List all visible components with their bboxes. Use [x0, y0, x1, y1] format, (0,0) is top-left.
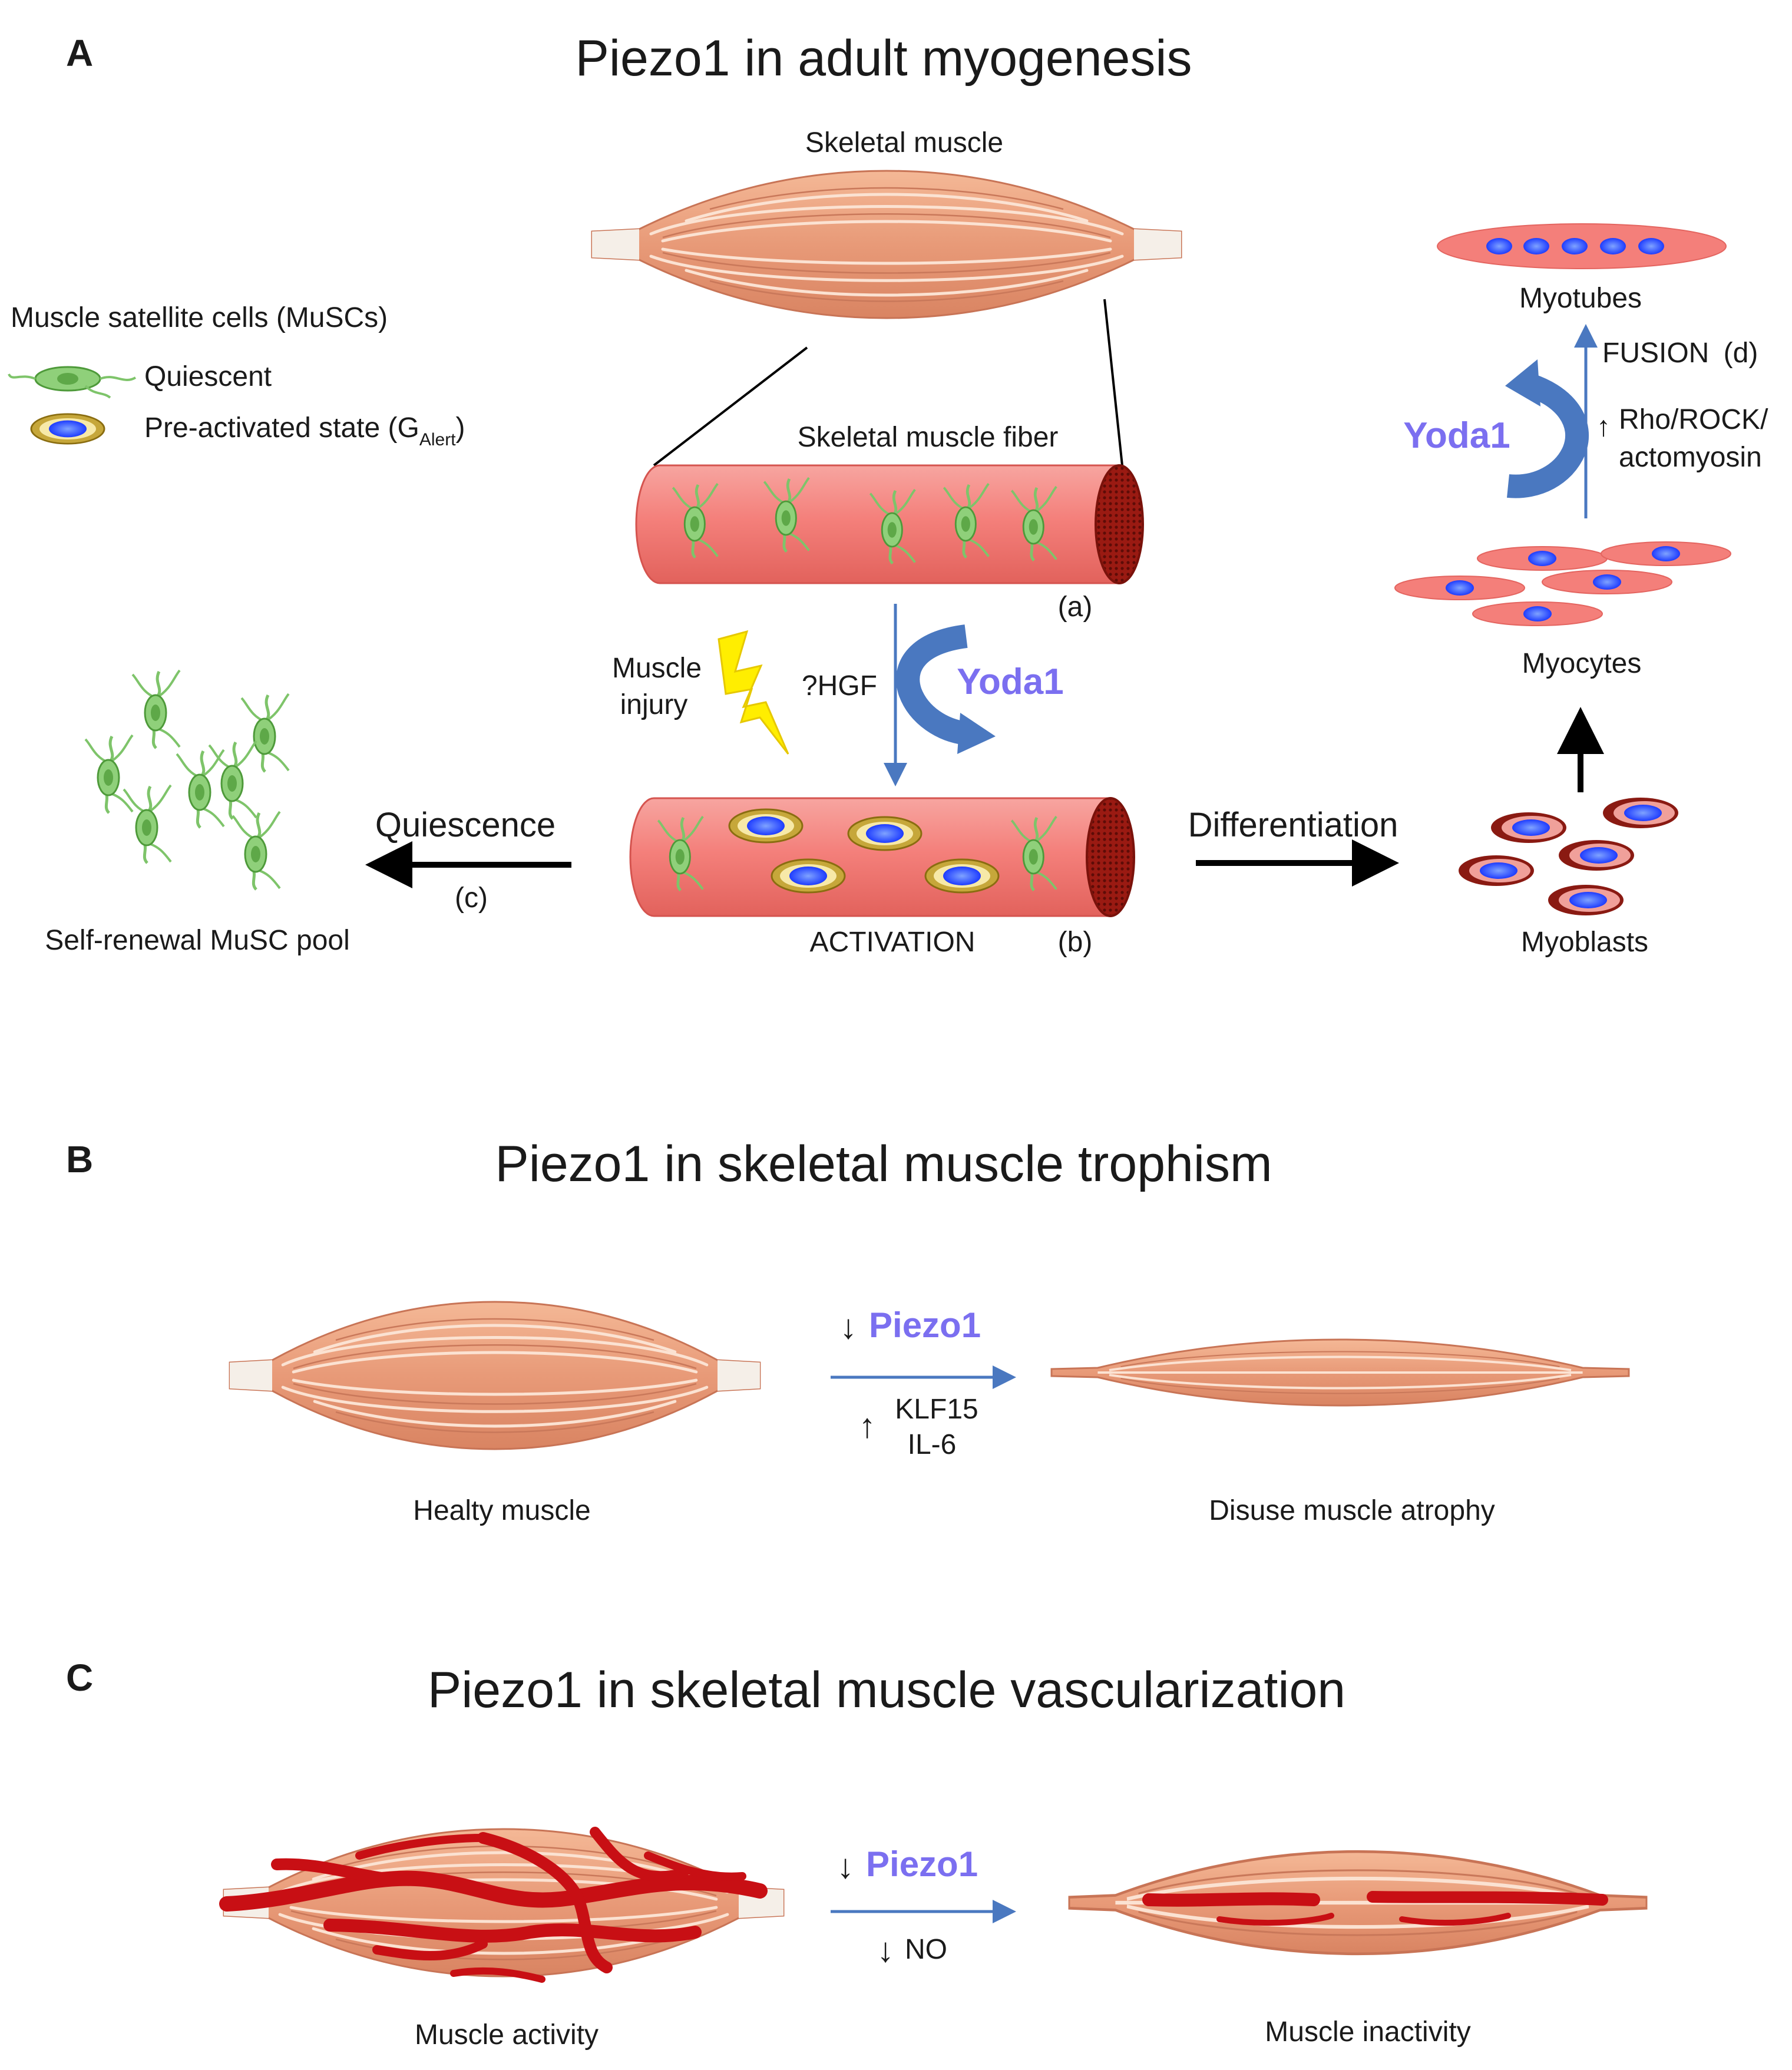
yoda1-right-label: Yoda1 [1403, 415, 1510, 456]
myoblast-cell [1548, 885, 1624, 915]
myocyte-cell [1477, 546, 1608, 571]
panel-a-title: Piezo1 in adult myogenesis [576, 30, 1192, 87]
skeletal-muscle-label: Skeletal muscle [805, 127, 1003, 158]
yoda1-label: Yoda1 [957, 662, 1063, 702]
atrophy-caption: Disuse muscle atrophy [1209, 1495, 1495, 1526]
satellite-cell [209, 741, 256, 819]
satellite-cell [133, 670, 180, 748]
myocyte-cell [1542, 570, 1672, 594]
satellite-cell [124, 785, 171, 863]
healthy-muscle-caption: Healty muscle [413, 1495, 590, 1526]
panel-b-letter: B [66, 1138, 93, 1181]
satellite-cell [233, 812, 280, 889]
lightning-icon [718, 630, 789, 755]
inactive-muscle-with-vessels [1069, 1851, 1646, 1954]
legend-preactivated-label: Pre-activated state (GAlert) [144, 412, 465, 449]
myoblast-cell [1559, 840, 1634, 871]
legend-preactivated-cell-icon [30, 413, 105, 445]
panel-b-title: Piezo1 in skeletal muscle trophism [495, 1136, 1272, 1192]
hgf-label: ?HGF [802, 670, 877, 702]
il6-label: IL-6 [908, 1429, 957, 1460]
muscle-activity-caption: Muscle activity [415, 2019, 599, 2051]
klf-up-arrow: ↑ [859, 1407, 876, 1445]
piezo-down-arrow: ↓ [840, 1308, 857, 1346]
preactivated-cell [728, 808, 804, 844]
preactivated-cell [924, 858, 1000, 894]
fusion-label: FUSION [1602, 338, 1709, 369]
piezo1-c-label: Piezo1 [866, 1844, 978, 1884]
differentiation-label: Differentiation [1188, 806, 1398, 844]
muscle-inactivity-caption: Muscle inactivity [1265, 2016, 1470, 2048]
tag-a: (a) [1058, 591, 1093, 623]
legend-quiescent-label: Quiescent [144, 361, 272, 392]
injury-label-line2: injury [620, 689, 688, 720]
legend-quiescent-cell-icon [8, 366, 137, 399]
quiescence-label: Quiescence [375, 806, 556, 844]
myocytes-label: Myocytes [1522, 648, 1642, 679]
myoblast-cell [1459, 855, 1534, 886]
panel-c-letter: C [66, 1656, 93, 1699]
rho-up-arrow: ↑ [1596, 411, 1611, 442]
no-label: NO [905, 1934, 947, 1965]
rho-label-line2: actomyosin [1619, 442, 1762, 473]
blood-vessels [219, 1827, 768, 1983]
self-renewal-label: Self-renewal MuSC pool [45, 925, 350, 956]
myoblasts-label: Myoblasts [1521, 927, 1648, 958]
active-muscle-with-vessels [219, 1827, 783, 1983]
tag-b: (b) [1058, 927, 1093, 958]
skeletal-muscle-image [592, 171, 1181, 318]
zoom-line-left [653, 346, 808, 467]
preactivated-cell [847, 816, 923, 851]
zoom-line-right [1103, 299, 1123, 466]
healthy-muscle-image [230, 1302, 760, 1449]
myocyte-cell [1601, 541, 1731, 566]
piezo1-label: Piezo1 [869, 1305, 981, 1345]
myocytes-cluster [1394, 541, 1731, 626]
muscle-fiber-activated [629, 797, 1135, 917]
blood-vessels [1142, 1891, 1608, 1926]
satellite-cell [242, 694, 289, 772]
panel-c: C Piezo1 in skeletal muscle vascularizat… [66, 1656, 1646, 2051]
yoda1-arrowhead [957, 713, 996, 754]
muscle-fiber-quiescent [635, 464, 1144, 584]
injury-label-line1: Muscle [612, 653, 702, 684]
activation-label: ACTIVATION [810, 927, 976, 958]
no-down-arrow: ↓ [877, 1931, 894, 1969]
panel-c-title: Piezo1 in skeletal muscle vascularizatio… [428, 1662, 1345, 1718]
tag-c: (c) [455, 882, 488, 914]
preactivated-cell [771, 858, 846, 894]
myocyte-cell [1394, 576, 1525, 600]
klf15-label: KLF15 [895, 1394, 978, 1425]
myotube [1437, 223, 1727, 269]
satellite-cell [177, 750, 224, 828]
satellite-cell [85, 735, 133, 813]
panel-a: A Piezo1 in adult myogenesis Skeletal mu… [8, 30, 1768, 958]
myoblast-cell [1603, 798, 1678, 828]
yoda1-right-curved-arrow [1507, 371, 1589, 498]
yoda1-curved-arrow [896, 624, 968, 745]
self-renewal-pool-cells [85, 670, 289, 889]
myoblasts-cluster [1459, 798, 1678, 915]
rho-label-line1: Rho/ROCK/ [1619, 404, 1768, 435]
legend-title: Muscle satellite cells (MuSCs) [11, 302, 388, 333]
myoblast-cell [1491, 812, 1566, 843]
panel-b: B Piezo1 in skeletal muscle trophism Hea… [66, 1136, 1630, 1526]
myocyte-cell [1472, 601, 1603, 626]
panel-a-letter: A [66, 32, 93, 74]
atrophic-muscle-image [1050, 1338, 1630, 1407]
tag-d: (d) [1724, 338, 1758, 369]
fiber-label: Skeletal muscle fiber [798, 422, 1059, 453]
myotubes-label: Myotubes [1519, 283, 1642, 314]
yoda1-right-arrowhead [1505, 359, 1540, 406]
piezo-c-down-arrow: ↓ [837, 1847, 854, 1886]
